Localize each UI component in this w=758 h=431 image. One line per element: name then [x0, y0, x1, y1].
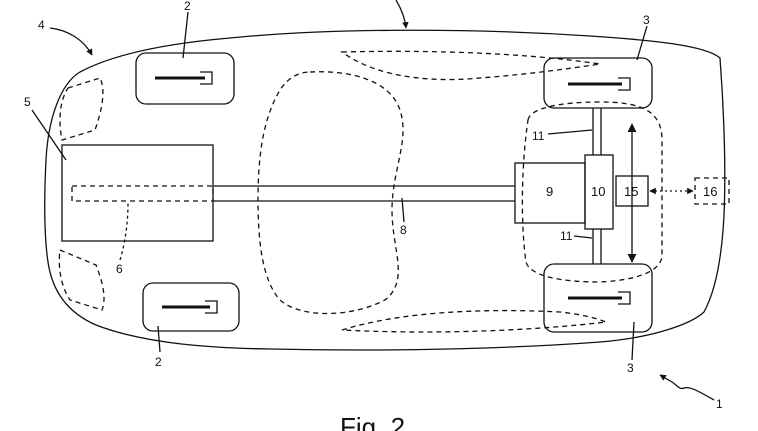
front-right-window: [58, 249, 105, 311]
label-rear-wheel-top: 3: [643, 13, 650, 27]
leader-3-top: [636, 25, 648, 61]
label-front-unit: 5: [24, 95, 31, 109]
label-axle-bottom: 11: [560, 229, 573, 243]
tread-rear-top: [568, 77, 631, 91]
label-gearbox: 10: [591, 184, 605, 199]
tread-rear-bottom: [568, 291, 631, 305]
label-external-unit: 16: [703, 184, 717, 199]
leader-3-bottom: [631, 321, 635, 361]
label-controller: 15: [624, 184, 638, 199]
tread-front-top: [155, 71, 213, 85]
label-inner-shaft: 6: [116, 262, 123, 276]
body-outline: [44, 29, 726, 351]
leader-1-arrow: [659, 374, 715, 401]
leader-top-arrow: [395, 0, 409, 29]
front-unit-box: [61, 144, 214, 242]
label-rear-wheel-bottom: 3: [627, 361, 634, 375]
front-wheel-top: [135, 52, 235, 105]
leader-5: [31, 109, 67, 161]
inner-shaft: [71, 185, 214, 202]
upper-side-window: [340, 50, 601, 81]
rear-wheel-bottom: [543, 263, 653, 333]
label-vehicle: 1: [716, 397, 723, 411]
tread-front-bottom: [162, 300, 218, 314]
leader-2-top: [182, 11, 189, 59]
label-front-wheel-top: 2: [184, 0, 191, 13]
front-left-window: [59, 77, 104, 141]
leader-2-bottom: [157, 325, 161, 353]
front-wheel-bottom: [142, 282, 240, 332]
gearbox-box: [584, 154, 614, 230]
label-front-wheel-bottom: 2: [155, 355, 162, 369]
leader-4: [49, 27, 93, 56]
rear-wheel-top: [543, 57, 653, 109]
leader-6: [119, 202, 129, 261]
cabin-outline: [257, 71, 404, 315]
label-drive-shaft: 8: [400, 223, 407, 237]
label-motor: 9: [546, 184, 553, 199]
leader-8: [401, 197, 405, 223]
leader-11-bottom: [573, 235, 593, 239]
leader-11-top: [547, 129, 593, 135]
label-axle-top: 11: [532, 129, 545, 143]
external-unit-box: [694, 177, 730, 205]
lower-side-window: [341, 309, 607, 333]
figure-caption: Fig. 2: [340, 412, 405, 431]
label-body-outline: 4: [38, 18, 45, 32]
